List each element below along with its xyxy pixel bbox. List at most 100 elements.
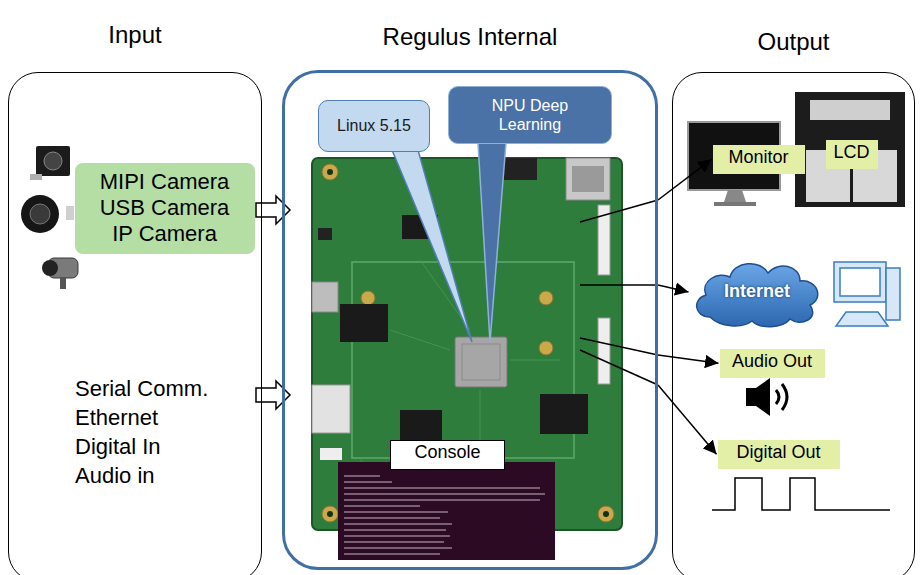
signal-arrow: [658, 385, 717, 454]
camera-icons-part: [60, 277, 66, 289]
lcd-picture-part: [810, 100, 890, 120]
signal-wire-part: [580, 338, 658, 355]
board-photo-part-part: [361, 291, 375, 305]
speaker-icon-part: [756, 378, 770, 416]
cloud-label: Internet: [724, 281, 790, 303]
console-screenshot-part: [344, 476, 545, 554]
console-screenshot-part-part: [344, 481, 392, 482]
board-photo-part: [312, 385, 350, 433]
console-screenshot-part-part: [344, 535, 450, 536]
signal-wire-part: [580, 350, 658, 385]
callout-label: NPU Deep Learning: [479, 96, 581, 134]
signal-arrow: [658, 159, 712, 200]
console-screenshot-part-part: [344, 499, 540, 500]
speaker-icon: [746, 378, 787, 416]
camera-icons-part: [30, 204, 50, 224]
board-photo-part-part: [322, 164, 338, 180]
console-screenshot-part-part: [344, 529, 446, 530]
panel-heading: Input: [9, 21, 261, 50]
console-screenshot-part-part: [344, 541, 444, 542]
input-label: Audio in: [75, 463, 155, 489]
console-screenshot-part-part: [344, 547, 452, 548]
output-label: Digital Out: [722, 442, 836, 464]
console-screenshot-part-part: [344, 475, 380, 476]
board-photo-part: [572, 166, 604, 192]
camera-icons-part: [21, 195, 59, 233]
camera-icons-part: [36, 146, 70, 176]
board-photo-part-part: [327, 511, 333, 517]
signal-wire-part: [580, 284, 658, 286]
speaker-icon-part: [776, 390, 779, 404]
output-label: LCD: [830, 142, 874, 164]
input-label: Serial Comm.: [75, 376, 208, 402]
board-photo-part-part: [390, 330, 450, 350]
console-screenshot-part: [338, 462, 555, 560]
console-box: Console: [390, 440, 505, 470]
console-screenshot: [338, 462, 555, 560]
board-photo-part: [320, 448, 342, 460]
signal-arrow: [658, 285, 689, 292]
output-tag: Monitor: [713, 145, 805, 175]
input-label: Ethernet: [75, 405, 158, 431]
board-photo-part: [462, 344, 500, 380]
panel-heading: Output: [673, 28, 914, 57]
console-screenshot-part-part: [344, 523, 452, 524]
camera-label: MIPI Camera USB Camera IP Camera: [95, 169, 235, 248]
callout-tail: [392, 150, 472, 342]
callout-label: Linux 5.15: [337, 116, 411, 135]
output-tag: LCD: [826, 140, 878, 170]
computer-icon-part: [834, 262, 886, 302]
camera-icons-part: [44, 152, 62, 170]
board-photo-part: [455, 337, 507, 387]
console-screenshot-part-part: [344, 511, 448, 512]
input-panel: InputMIPI Camera USB Camera IP Camera: [8, 72, 262, 575]
board-photo-part: [312, 282, 338, 312]
panel-heading: Regulus Internal: [285, 23, 655, 52]
regulus-panel: Regulus InternalLinux 5.15NPU Deep Learn…: [282, 70, 658, 570]
board-photo-part-part: [327, 169, 333, 175]
camera-icons-part: [30, 174, 42, 180]
camera-icons: [21, 146, 78, 289]
board-photo-part-part: [480, 390, 481, 440]
output-label: Monitor: [717, 147, 801, 169]
monitor-picture-part: [714, 202, 756, 206]
speaker-icon-part: [746, 388, 756, 406]
output-label: Audio Out: [724, 351, 821, 373]
console-screenshot-part-part: [344, 493, 545, 494]
output-tag: Audio Out: [720, 349, 825, 379]
output-tag: Digital Out: [718, 440, 840, 470]
callout-box: Linux 5.15: [318, 100, 430, 152]
board-photo-part: [340, 304, 388, 342]
board-photo-part: [400, 410, 442, 442]
board-photo-part-part: [539, 291, 553, 305]
callout-box: NPU Deep Learning: [448, 86, 612, 144]
input-label: Digital In: [75, 434, 161, 460]
computer-icon: [834, 262, 900, 326]
callout-tail: [478, 143, 506, 342]
pulse-waveform: [712, 478, 890, 510]
console-screenshot-part-part: [344, 505, 420, 506]
board-photo-part: [598, 318, 610, 384]
camera-box: MIPI Camera USB Camera IP Camera: [75, 163, 255, 254]
monitor-picture-part: [724, 190, 746, 202]
camera-icons-part: [42, 260, 58, 276]
output-panel: OutputMonitorLCDInternetAudio OutDigital…: [672, 72, 915, 575]
camera-icons-part: [66, 206, 74, 220]
signal-wire-part: [580, 200, 658, 222]
console-screenshot-part-part: [344, 553, 440, 554]
signal-wire: [580, 200, 658, 385]
console-label: Console: [397, 442, 498, 464]
computer-icon-part: [886, 268, 900, 320]
speaker-icon-part: [782, 384, 787, 410]
signal-arrow: [658, 355, 719, 363]
lcd-picture: [795, 92, 905, 207]
board-photo-part-part: [598, 506, 614, 522]
board-photo-part-part: [322, 506, 338, 522]
console-screenshot-part-part: [344, 517, 440, 518]
computer-icon-part: [840, 268, 880, 296]
console-screenshot-part-part: [344, 487, 540, 488]
board-photo-part: [540, 394, 588, 434]
board-photo-part: [566, 158, 610, 200]
board-photo-part: [318, 228, 332, 240]
